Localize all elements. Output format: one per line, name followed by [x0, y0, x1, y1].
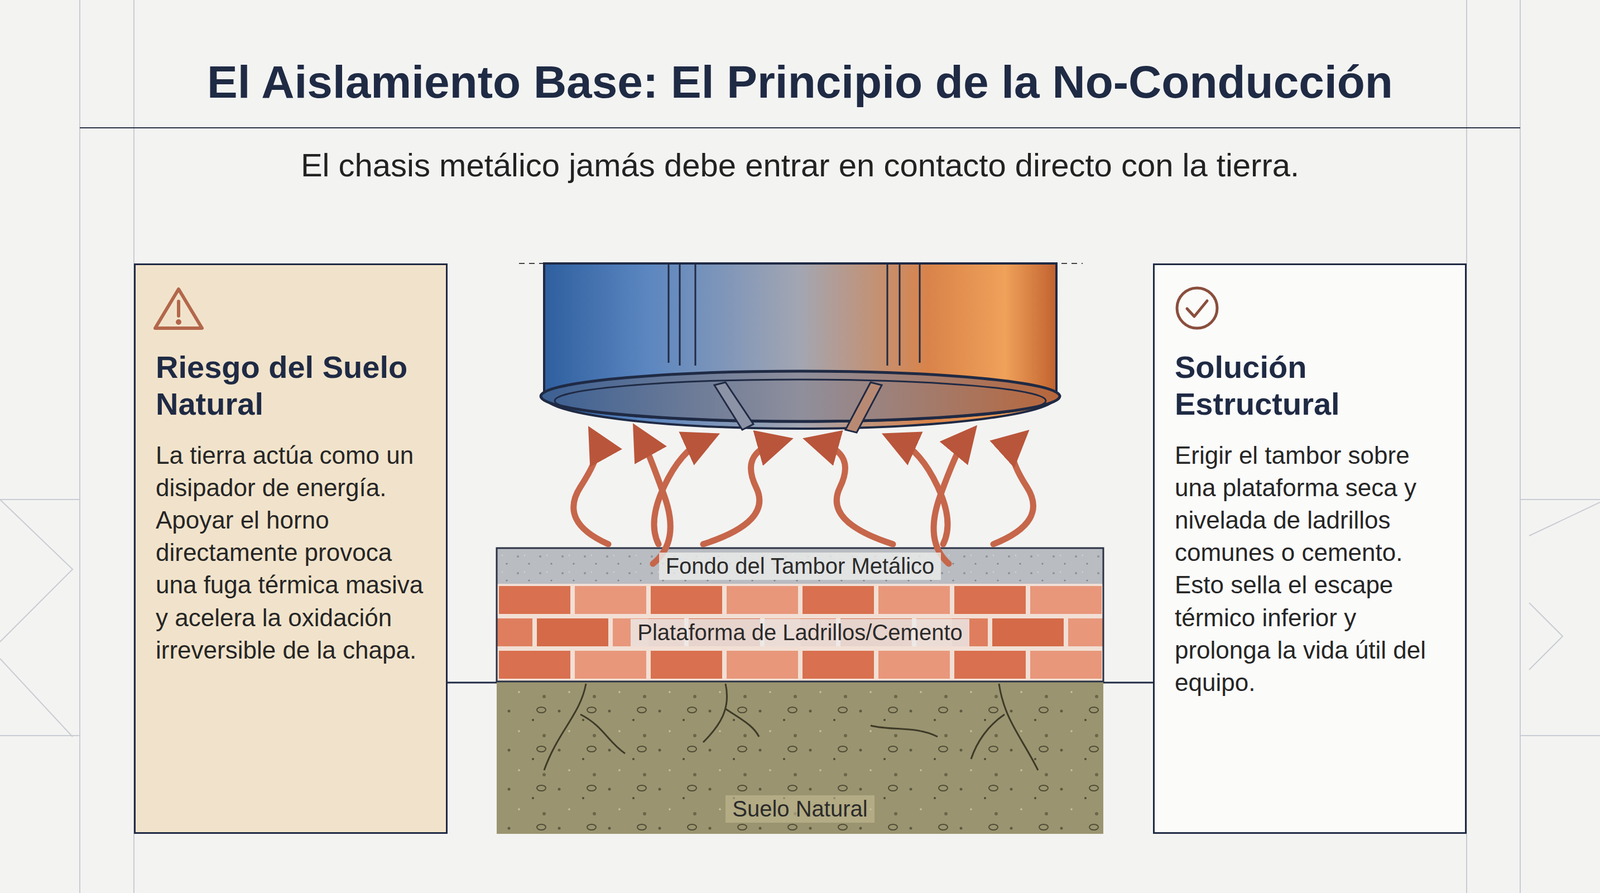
heat-arrow	[820, 443, 893, 545]
heat-arrow	[573, 441, 609, 545]
solution-panel: Solución EstructuralErigir el tambor sob…	[1152, 263, 1467, 834]
drum-bottom-band: Fondo del Tambor Metálico	[496, 548, 1104, 584]
heat-arrow	[654, 440, 704, 545]
soil-band: Suelo Natural	[496, 681, 1104, 834]
panel-heading: Solución Estructural	[1174, 348, 1446, 423]
panel-body: Erigir el tambor sobre una plataforma se…	[1174, 439, 1446, 699]
heat-arrow	[703, 443, 776, 545]
subtitle-note: El chasis metálico jamás debe entrar en …	[0, 146, 1600, 184]
heat-arrow	[993, 441, 1033, 545]
band-label: Suelo Natural	[725, 795, 874, 823]
brick-platform-band: Plataforma de Ladrillos/Cemento	[496, 583, 1104, 682]
heat-arrow	[933, 439, 966, 564]
diagram-title: El Aislamiento Base: El Principio de la …	[0, 55, 1600, 109]
connector-line	[1103, 681, 1153, 684]
band-label: Fondo del Tambor Metálico	[659, 552, 942, 580]
risk-panel: Riesgo del Suelo Natural La tierra actúa …	[133, 263, 448, 834]
band-label: Plataforma de Ladrillos/Cemento	[630, 618, 970, 647]
panel-heading: Riesgo del Suelo Natural	[155, 348, 427, 423]
connector-line	[447, 681, 497, 684]
panel-body: La tierra actúa como un disipador de ene…	[155, 439, 427, 667]
